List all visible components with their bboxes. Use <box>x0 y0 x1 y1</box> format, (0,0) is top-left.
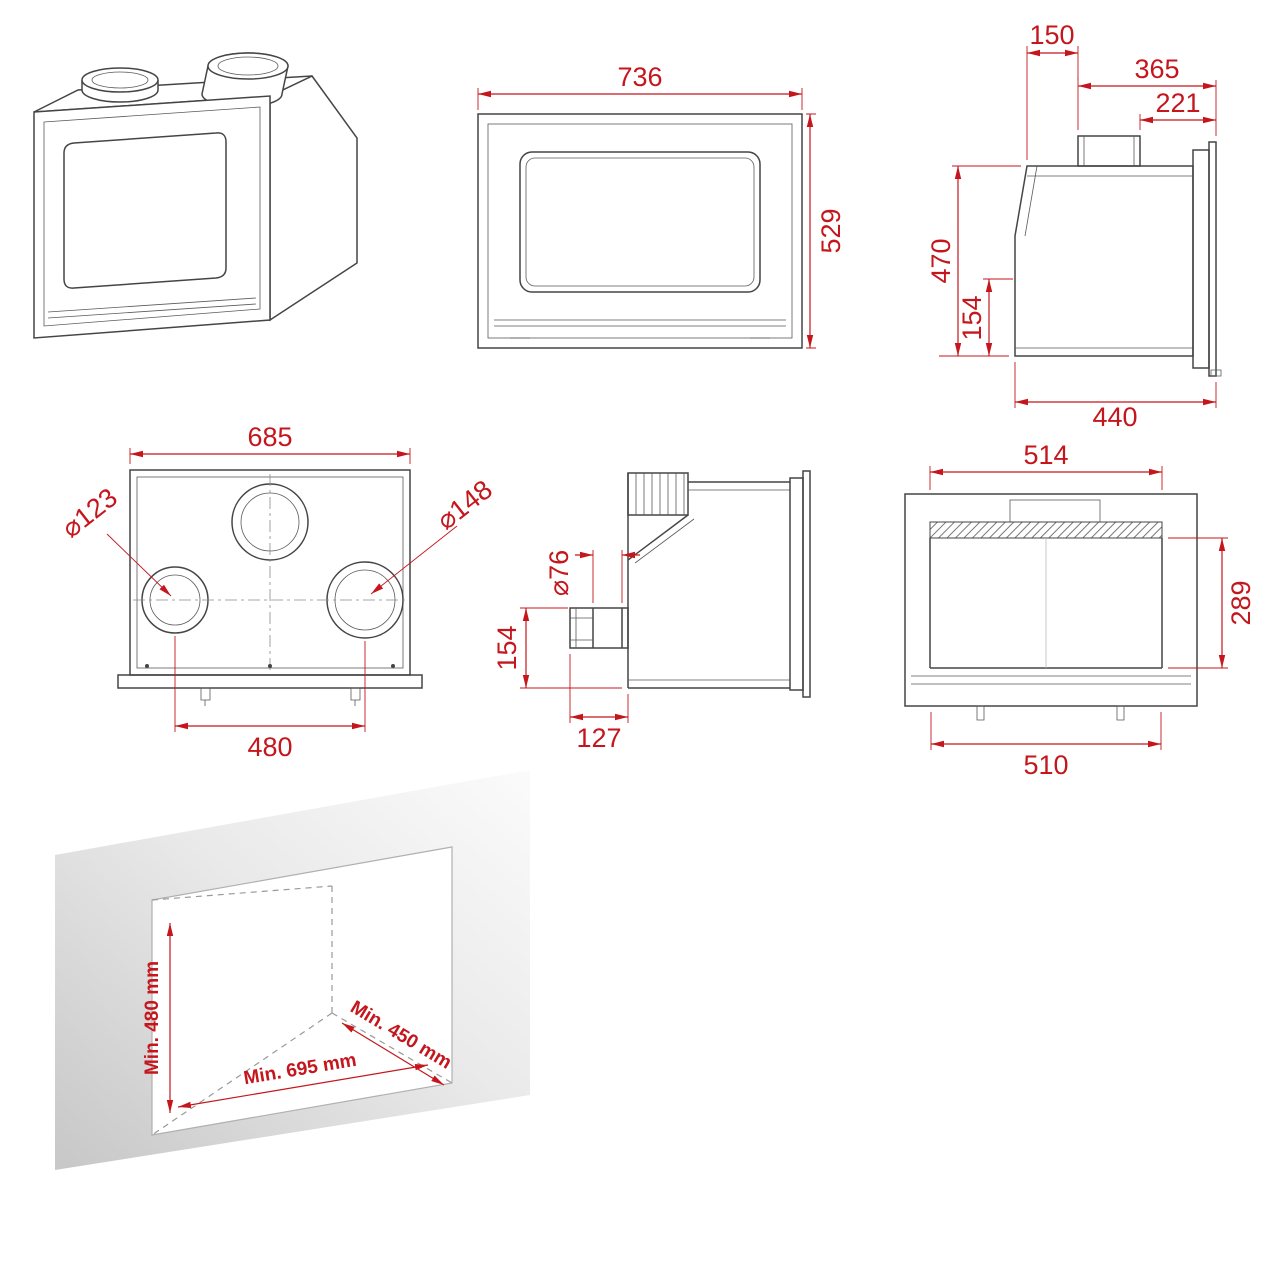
outlet-box <box>569 607 629 649</box>
perspective-view <box>20 50 370 355</box>
dim-150-label: 150 <box>1029 20 1074 50</box>
dim-685-label: 685 <box>247 422 292 452</box>
dim-221-label: 221 <box>1155 88 1200 118</box>
dim-d76-label: ⌀76 <box>544 550 574 596</box>
perspective-view-svg <box>33 52 358 339</box>
dim-min-height: Min. 480 mm <box>142 923 174 1113</box>
dim-diameter-148: ⌀148 <box>370 474 498 595</box>
dim-510-label: 510 <box>1023 750 1068 780</box>
section-outline <box>904 493 1198 721</box>
glass-panel <box>63 132 227 289</box>
rear-view: 685 ⌀123 ⌀148 480 <box>55 422 525 775</box>
left-collar <box>81 67 159 103</box>
dim-480-label: 480 <box>247 732 292 762</box>
dim-365-label: 365 <box>1134 54 1179 84</box>
side-outlet-view-svg: ⌀76 154 127 <box>492 470 811 753</box>
flue-pipe <box>1077 135 1141 167</box>
niche-view-svg: Min. 480 mm Min. 450 mm Min. 695 mm <box>55 770 530 1170</box>
dim-d76: ⌀76 <box>544 550 640 603</box>
rear-view-svg: 685 ⌀123 ⌀148 480 <box>56 422 498 762</box>
dim-480: 480 <box>174 636 366 762</box>
section-view-svg: 514 289 510 <box>904 440 1256 780</box>
side-face <box>269 75 358 322</box>
dim-470: 470 <box>926 165 1021 357</box>
hatched-liner <box>929 521 1163 539</box>
side-outline <box>1014 135 1222 377</box>
side-outlet-outline <box>569 470 811 698</box>
niche-view: Min. 480 mm Min. 450 mm Min. 695 mm <box>30 755 590 1205</box>
dim-289-label: 289 <box>1226 580 1256 625</box>
rear-outline <box>117 469 423 706</box>
dim-154-outlet-label: 154 <box>492 625 522 670</box>
front-outline <box>477 113 803 349</box>
dim-front-width: 736 <box>477 62 803 110</box>
front-view-svg: 736 529 <box>477 62 846 349</box>
dim-d148-label: ⌀148 <box>431 474 498 535</box>
dim-front-height: 529 <box>806 113 846 349</box>
front-view: 736 529 <box>450 62 850 382</box>
dim-154-outlet: 154 <box>492 607 622 689</box>
back-panel <box>1192 149 1210 369</box>
dim-470-label: 470 <box>926 238 956 283</box>
deflector-slant <box>627 514 689 561</box>
perspective-body <box>33 52 358 339</box>
wall-flange <box>802 470 811 698</box>
chimney <box>627 472 689 516</box>
dim-685: 685 <box>129 422 411 464</box>
dim-150: 150 <box>1026 20 1079 160</box>
right-flue-cylinder <box>201 52 289 108</box>
body-profile <box>1014 165 1194 357</box>
dim-440-label: 440 <box>1092 402 1137 432</box>
dim-514-label: 514 <box>1023 440 1068 470</box>
back-panel <box>789 477 804 691</box>
outlet-pipe <box>592 608 623 648</box>
side-view-svg: 150 365 221 470 154 <box>926 20 1222 432</box>
dim-diameter-123: ⌀123 <box>56 482 172 597</box>
dim-440: 440 <box>1014 362 1217 432</box>
wall-flange <box>1208 141 1217 377</box>
front-width-label: 736 <box>617 62 662 92</box>
section-view: 514 289 510 <box>880 440 1256 780</box>
side-view: 150 365 221 470 154 <box>925 18 1270 432</box>
front-face <box>33 95 271 339</box>
dim-289: 289 <box>1168 537 1256 669</box>
dim-154-side-label: 154 <box>957 295 987 340</box>
min-height-label: Min. 480 mm <box>142 961 163 1075</box>
dim-154-side: 154 <box>957 278 1013 356</box>
bottom-flange <box>117 674 423 689</box>
dim-127: 127 <box>569 654 629 753</box>
top-baffle <box>1009 499 1101 523</box>
dim-514: 514 <box>929 440 1163 490</box>
dim-221: 221 <box>1139 88 1216 130</box>
dim-510: 510 <box>930 712 1162 780</box>
dim-127-label: 127 <box>576 723 621 753</box>
dim-365: 365 <box>1077 54 1217 136</box>
front-height-label: 529 <box>816 208 846 253</box>
dim-d123-label: ⌀123 <box>56 482 123 543</box>
side-outlet-view: ⌀76 154 127 <box>490 455 850 755</box>
